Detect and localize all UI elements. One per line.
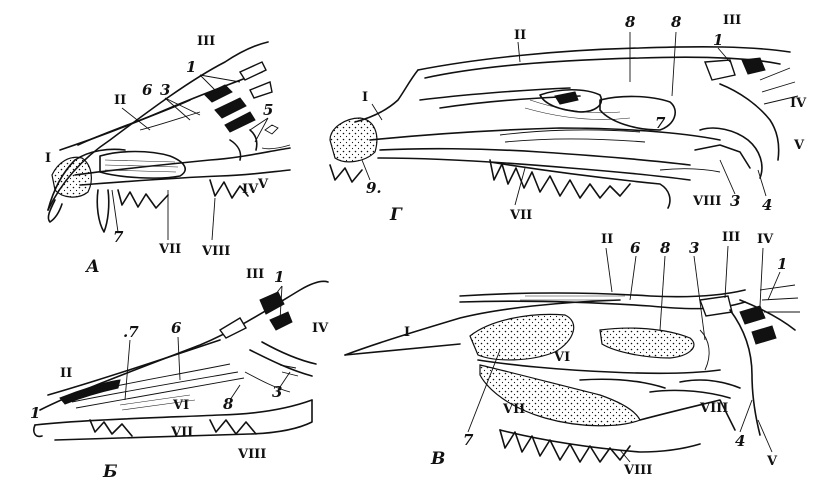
g-label-3: 3 bbox=[730, 192, 740, 210]
a-label-1: 1 bbox=[186, 58, 196, 76]
a-label-5: 5 bbox=[263, 101, 273, 119]
g-label-III: III bbox=[723, 13, 741, 28]
panel-g-horse-skull bbox=[329, 46, 799, 209]
g-label-I: I bbox=[362, 90, 368, 105]
g-label-9: 9. bbox=[366, 179, 382, 197]
panel-g-labels: I II III IV V VII VIII 1 3 4 7 8 8 9. Г bbox=[361, 13, 807, 225]
v-label-VIII: VIII bbox=[699, 401, 728, 416]
a-label-VII: VII bbox=[158, 242, 181, 257]
v-label-VIIIb: VIII bbox=[623, 463, 652, 478]
panel-a-labels: I II III IV V VII VIII 1 3 5 6 7 А bbox=[45, 34, 273, 277]
v-label-VII: VII bbox=[502, 402, 525, 417]
b-label-6: 6 bbox=[171, 319, 182, 337]
a-label-III: III bbox=[197, 34, 215, 49]
panel-b-labels: 1 1 II III IV VI VII VIII 3 6 .7 8 Б bbox=[30, 267, 329, 482]
b-label-7: .7 bbox=[123, 323, 139, 341]
v-label-VI: VI bbox=[553, 350, 570, 365]
panel-a-dog-skull bbox=[47, 41, 291, 233]
v-label-6: 6 bbox=[630, 239, 641, 257]
g-label-VIII: VIII bbox=[692, 194, 721, 209]
a-label-VIII: VIII bbox=[201, 244, 230, 259]
a-label-IV: IV bbox=[242, 182, 259, 197]
g-label-II: II bbox=[514, 28, 526, 43]
panel-v-letter: В bbox=[430, 449, 445, 469]
a-label-II: II bbox=[114, 93, 126, 108]
panel-b-pig-skull bbox=[33, 280, 329, 441]
panel-a-letter: А bbox=[84, 257, 100, 277]
v-label-IV: IV bbox=[757, 232, 774, 247]
a-label-3: 3 bbox=[160, 81, 170, 99]
a-label-6: 6 bbox=[142, 81, 153, 99]
g-label-1: 1 bbox=[713, 31, 723, 49]
a-label-7: 7 bbox=[113, 228, 124, 246]
g-label-7: 7 bbox=[655, 114, 666, 132]
b-label-1a: 1 bbox=[30, 404, 40, 422]
panel-v-labels: I II III IV V VI VII VIII VIII 1 3 4 6 7… bbox=[404, 230, 787, 478]
g-label-8b: 8 bbox=[671, 13, 682, 31]
b-label-1b: 1 bbox=[274, 268, 284, 286]
v-label-4: 4 bbox=[735, 432, 745, 450]
b-label-III: III bbox=[246, 267, 264, 282]
v-label-II: II bbox=[601, 232, 613, 247]
a-label-V: V bbox=[257, 177, 269, 192]
g-label-8a: 8 bbox=[625, 13, 636, 31]
b-label-VIII: VIII bbox=[237, 447, 266, 462]
v-label-3: 3 bbox=[689, 239, 699, 257]
b-label-VII: VII bbox=[170, 425, 193, 440]
v-label-V: V bbox=[766, 454, 778, 469]
g-label-IV: IV bbox=[790, 96, 807, 111]
v-label-1: 1 bbox=[777, 255, 787, 273]
g-label-V: V bbox=[793, 138, 805, 153]
panel-v-cattle-skull bbox=[344, 284, 800, 463]
g-label-4: 4 bbox=[762, 196, 772, 214]
b-label-3: 3 bbox=[272, 383, 282, 401]
v-label-I: I bbox=[404, 325, 410, 340]
v-label-8: 8 bbox=[660, 239, 671, 257]
v-label-III: III bbox=[722, 230, 740, 245]
b-label-II: II bbox=[60, 366, 72, 381]
v-label-7: 7 bbox=[463, 431, 474, 449]
b-label-VI: VI bbox=[172, 398, 189, 413]
panel-b-letter: Б bbox=[102, 462, 118, 482]
b-label-IV: IV bbox=[312, 321, 329, 336]
b-label-8: 8 bbox=[223, 395, 234, 413]
a-label-I: I bbox=[45, 151, 51, 166]
g-label-VII: VII bbox=[509, 208, 532, 223]
panel-g-letter: Г bbox=[389, 205, 403, 225]
